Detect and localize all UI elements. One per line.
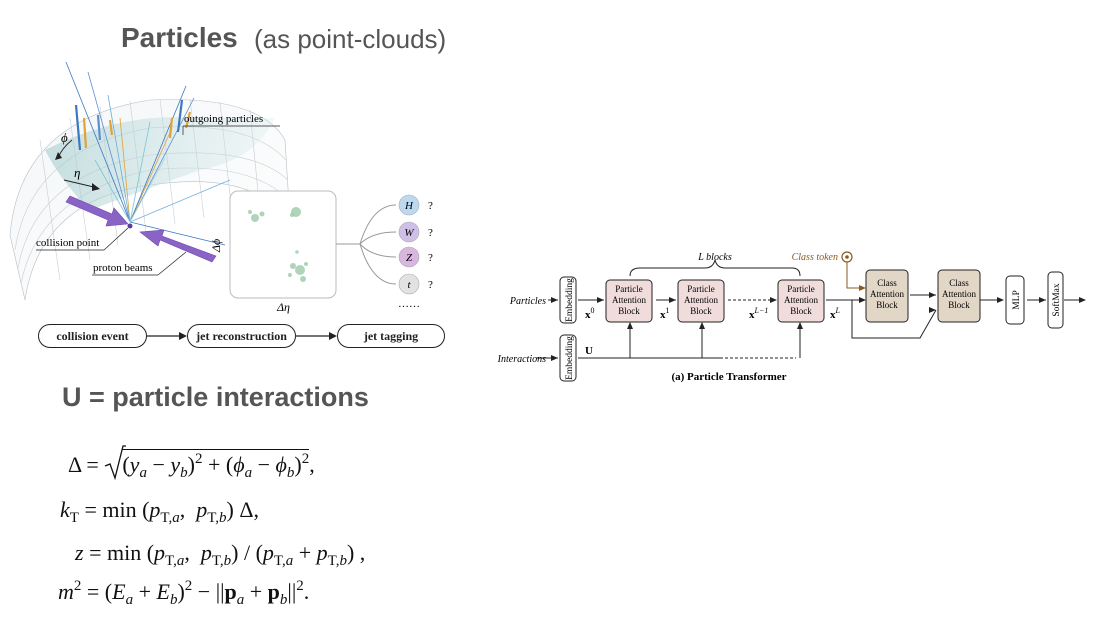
pab-line: Attention bbox=[784, 295, 818, 305]
phi-label: ϕ bbox=[61, 130, 68, 145]
energy-towers bbox=[74, 99, 192, 151]
detector-illustration: ϕ η outgoing particles collision point p… bbox=[9, 61, 433, 314]
mlp-label: MLP bbox=[1012, 290, 1022, 310]
cab-box bbox=[937, 269, 981, 323]
pab-line: Particle bbox=[615, 284, 643, 294]
flow-arrow-2 bbox=[296, 332, 337, 340]
softmax-box bbox=[1047, 271, 1064, 329]
xl-label: xL bbox=[830, 306, 841, 321]
mlp-box bbox=[1005, 275, 1025, 325]
cab-line: Class bbox=[877, 278, 897, 288]
pab-box bbox=[605, 279, 653, 323]
l-blocks-label: L blocks bbox=[697, 252, 732, 263]
pab-line: Particle bbox=[687, 284, 715, 294]
equation-m2: m2 = (Ea + Eb)2 − ||pa + pb||2. bbox=[58, 578, 310, 608]
class-candidate-1: W? bbox=[398, 221, 433, 243]
class-candidate-0: H? bbox=[398, 194, 433, 216]
slide-subtitle: (as point-clouds) bbox=[254, 24, 447, 54]
u-label: U bbox=[585, 345, 593, 357]
class-symbol: Z bbox=[406, 252, 413, 264]
cab-line: Block bbox=[876, 300, 898, 310]
xl-minus-1-label: xL−1 bbox=[749, 306, 768, 321]
equation-delta: Δ = (ya − yb)2 + (ϕa − ϕb)2, bbox=[68, 445, 315, 481]
interactions-input-label: Interactions bbox=[497, 354, 546, 365]
proton-beams-label: proton beams bbox=[93, 262, 153, 274]
arrowheads bbox=[551, 285, 1086, 361]
slide-title: Particles bbox=[121, 22, 238, 53]
class-branches bbox=[336, 204, 397, 285]
class-circle bbox=[398, 221, 420, 243]
particle-spray bbox=[65, 61, 231, 246]
pab-line: Block bbox=[790, 306, 812, 316]
class-question-mark: ? bbox=[428, 252, 433, 264]
class-circle bbox=[398, 273, 420, 295]
equation-z: z = min (pT,a, pT,b) / (pT,a + pT,b) , bbox=[75, 540, 366, 569]
class-question-mark: ? bbox=[428, 227, 433, 239]
pab-line: Attention bbox=[612, 295, 646, 305]
outgoing-particles-label: outgoing particles bbox=[184, 113, 263, 125]
pab-box bbox=[777, 279, 825, 323]
class-ellipsis: …… bbox=[398, 298, 420, 310]
class-candidate-2: Z? bbox=[398, 246, 433, 268]
flow-step-jet-reconstruction: jet reconstruction bbox=[187, 324, 296, 348]
jet-constituents bbox=[248, 207, 308, 282]
particles-embedding-box bbox=[559, 276, 577, 324]
class-circle bbox=[398, 194, 420, 216]
pab-box bbox=[677, 279, 725, 323]
proton-beams bbox=[65, 195, 217, 263]
pab-line: Block bbox=[690, 306, 712, 316]
cab-line: Attention bbox=[870, 289, 904, 299]
class-token-label: Class token bbox=[792, 252, 838, 263]
class-question-mark: ? bbox=[428, 200, 433, 212]
delta-eta-label: Δη bbox=[276, 300, 290, 314]
class-symbol: H bbox=[404, 200, 414, 212]
interactions-embedding-label: Embedding bbox=[565, 336, 575, 380]
x1-label: x1 bbox=[660, 306, 670, 321]
eta-label: η bbox=[74, 165, 80, 180]
class-candidate-3: t? bbox=[398, 273, 433, 295]
equation-kt: kT = min (pT,a, pT,b) Δ, bbox=[60, 497, 260, 526]
pab-line: Attention bbox=[684, 295, 718, 305]
particle-transformer-diagram: Embedding Embedding ParticleAttentionBlo… bbox=[497, 251, 1086, 383]
collision-point-label: collision point bbox=[36, 237, 99, 249]
cab-line: Attention bbox=[942, 289, 976, 299]
cab-line: Block bbox=[948, 300, 970, 310]
particles-embedding-label: Embedding bbox=[565, 278, 575, 322]
class-circle bbox=[398, 246, 420, 268]
pab-line: Block bbox=[618, 306, 640, 316]
class-question-mark: ? bbox=[428, 279, 433, 291]
diagram-caption: (a) Particle Transformer bbox=[671, 371, 786, 383]
particles-input-label: Particles bbox=[509, 296, 546, 307]
delta-phi-label: Δϕ bbox=[209, 239, 223, 253]
cab-line: Class bbox=[949, 278, 969, 288]
interactions-embedding-box bbox=[559, 334, 577, 382]
jet-image-box bbox=[229, 190, 337, 299]
interactions-heading: U = particle interactions bbox=[62, 382, 369, 412]
class-symbol: t bbox=[407, 279, 411, 291]
flow-step-collision-event: collision event bbox=[38, 324, 147, 348]
class-symbol: W bbox=[404, 227, 414, 239]
flow-arrow-1 bbox=[147, 332, 187, 340]
softmax-label: SoftMax bbox=[1051, 283, 1062, 317]
x0-label: x0 bbox=[585, 306, 595, 321]
cab-box bbox=[865, 269, 909, 323]
collision-point-dot bbox=[127, 223, 133, 229]
pab-line: Particle bbox=[787, 284, 815, 294]
flow-step-jet-tagging: jet tagging bbox=[337, 324, 445, 348]
